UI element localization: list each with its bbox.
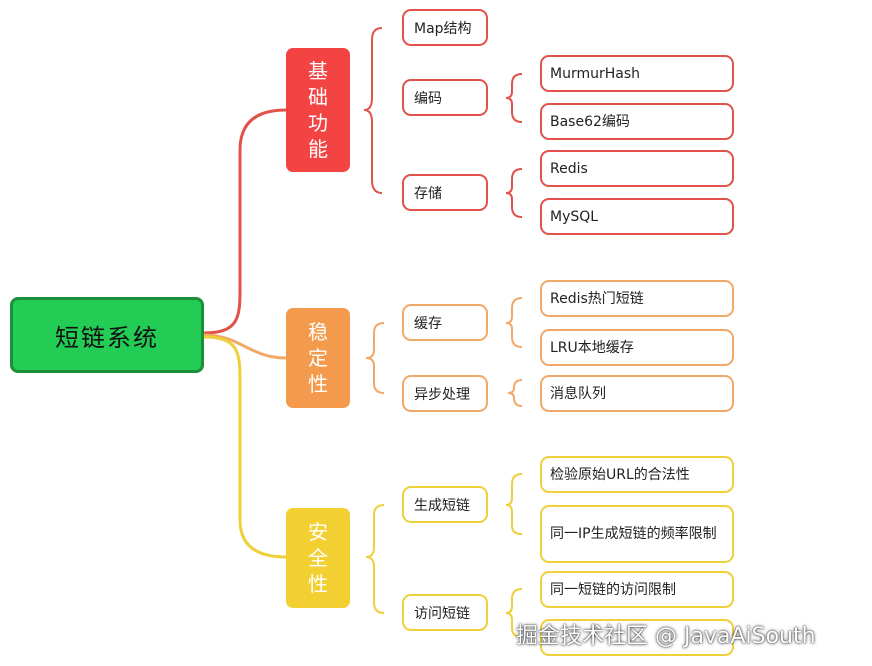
sub-node-map[interactable]: Map结构 — [402, 9, 488, 46]
category-basic-functions[interactable]: 基础功能 — [286, 48, 350, 172]
category-label: 安全性 — [308, 520, 328, 596]
leaf-label: 同一IP生成短链的频率限制 — [550, 526, 717, 542]
brace-storage — [505, 168, 523, 218]
leaf-node[interactable]: LRU本地缓存 — [540, 329, 734, 366]
sub-label: 存储 — [414, 185, 442, 202]
category-security[interactable]: 安全性 — [286, 508, 350, 608]
sub-label: 生成短链 — [414, 497, 470, 514]
brace-async — [507, 379, 523, 407]
sub-label: 编码 — [414, 90, 442, 107]
watermark-text: 掘金技术社区 @ JavaAiSouth — [516, 624, 816, 649]
leaf-label: LRU本地缓存 — [550, 339, 634, 356]
leaf-label: Redis热门短链 — [550, 290, 644, 307]
sub-node-cache[interactable]: 缓存 — [402, 304, 488, 341]
leaf-node[interactable]: 同一IP生成短链的频率限制 — [540, 505, 734, 563]
brace-stability — [365, 322, 385, 394]
leaf-label: MurmurHash — [550, 65, 641, 82]
leaf-label: Base62编码 — [550, 113, 630, 130]
category-label: 稳定性 — [308, 320, 328, 396]
leaf-node[interactable]: 同一短链的访问限制 — [540, 571, 734, 608]
brace-encoding — [505, 73, 523, 123]
leaf-label: Redis — [550, 160, 588, 177]
branch-line-security — [203, 335, 287, 559]
sub-label: 缓存 — [414, 315, 442, 332]
leaf-node[interactable]: MySQL — [540, 198, 734, 235]
sub-label: 异步处理 — [414, 386, 470, 403]
sub-node-generate[interactable]: 生成短链 — [402, 486, 488, 523]
sub-label: 访问短链 — [414, 605, 470, 622]
sub-node-storage[interactable]: 存储 — [402, 174, 488, 211]
brace-security — [365, 504, 385, 614]
leaf-node[interactable]: 消息队列 — [540, 375, 734, 412]
category-stability[interactable]: 稳定性 — [286, 308, 350, 408]
root-label: 短链系统 — [55, 323, 159, 352]
brace-basic — [363, 27, 383, 194]
leaf-node[interactable]: Base62编码 — [540, 103, 734, 140]
brace-cache — [505, 297, 523, 348]
sub-node-access[interactable]: 访问短链 — [402, 594, 488, 631]
leaf-node[interactable]: MurmurHash — [540, 55, 734, 92]
brace-access — [505, 588, 523, 638]
category-label: 基础功能 — [308, 59, 328, 161]
root-node[interactable]: 短链系统 — [10, 297, 204, 373]
sub-node-async[interactable]: 异步处理 — [402, 375, 488, 412]
leaf-node[interactable] — [540, 619, 734, 656]
branch-line-stability — [203, 333, 287, 360]
sub-node-encoding[interactable]: 编码 — [402, 79, 488, 116]
leaf-label: 检验原始URL的合法性 — [550, 466, 690, 483]
sub-label: Map结构 — [414, 20, 472, 37]
branch-line-basic — [203, 108, 287, 335]
brace-generate — [505, 473, 523, 535]
leaf-node[interactable]: Redis — [540, 150, 734, 187]
leaf-label: 同一短链的访问限制 — [550, 581, 676, 598]
leaf-label: MySQL — [550, 208, 599, 225]
leaf-node[interactable]: 检验原始URL的合法性 — [540, 456, 734, 493]
leaf-node[interactable]: Redis热门短链 — [540, 280, 734, 317]
leaf-label: 消息队列 — [550, 385, 606, 402]
